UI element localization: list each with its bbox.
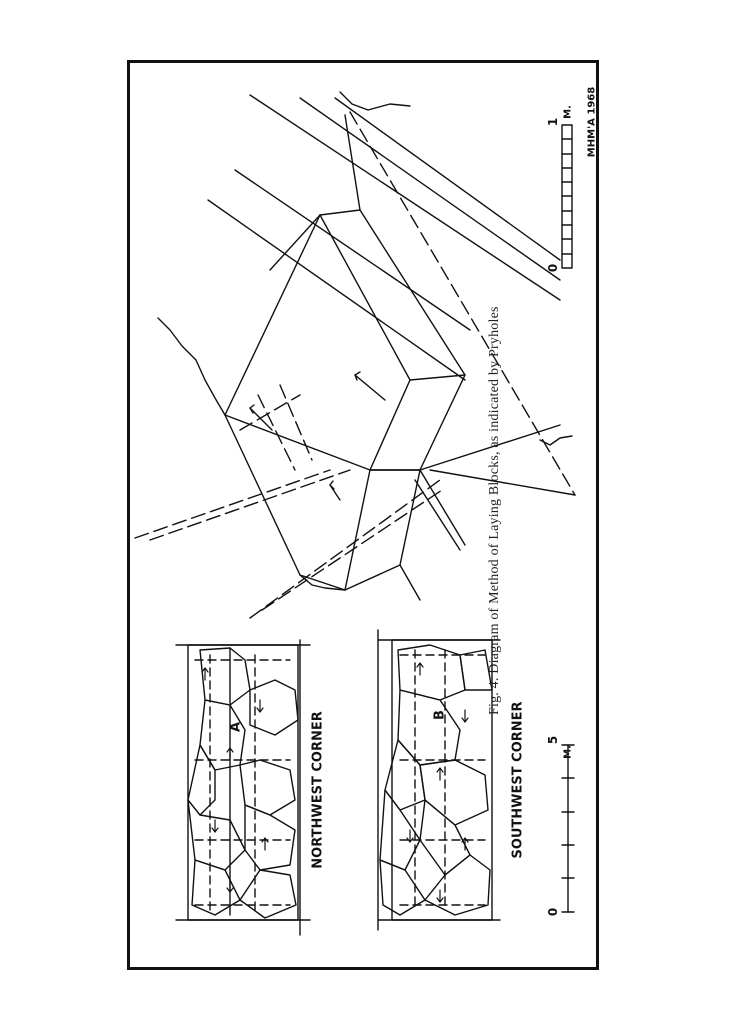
southwest-plan-arrows — [406, 662, 469, 903]
northwest-plan-arrows — [201, 667, 269, 893]
southwest-plan — [377, 629, 501, 931]
scale-small-max: 5 — [546, 735, 560, 745]
southwest-plan-dashed — [399, 649, 486, 911]
northwest-plan-dashed — [194, 654, 291, 911]
scale-small-zero: 0 — [546, 907, 560, 917]
block-a-label: A — [228, 721, 244, 733]
scale-bar-small — [561, 744, 575, 913]
figure-frame — [127, 60, 599, 970]
scale-bar-large — [561, 124, 573, 269]
figure-caption: Fig. 4. Diagram of Method of Laying Bloc… — [487, 306, 502, 715]
scale-large-max: 1 — [546, 117, 560, 127]
northwest-corner-label: NORTHWEST CORNER — [310, 711, 326, 869]
block-diagram — [157, 91, 576, 601]
block-b-label: B — [432, 710, 448, 720]
northwest-plan — [175, 639, 311, 936]
southwest-corner-label: SOUTHWEST CORNER — [510, 701, 526, 859]
pryhole-lines — [134, 111, 576, 619]
scale-large-zero: 0 — [546, 263, 560, 273]
scale-small-unit: M. — [562, 745, 574, 759]
artist-signature: MHM'A 1968 — [586, 86, 598, 158]
scale-large-unit: M. — [562, 105, 574, 119]
